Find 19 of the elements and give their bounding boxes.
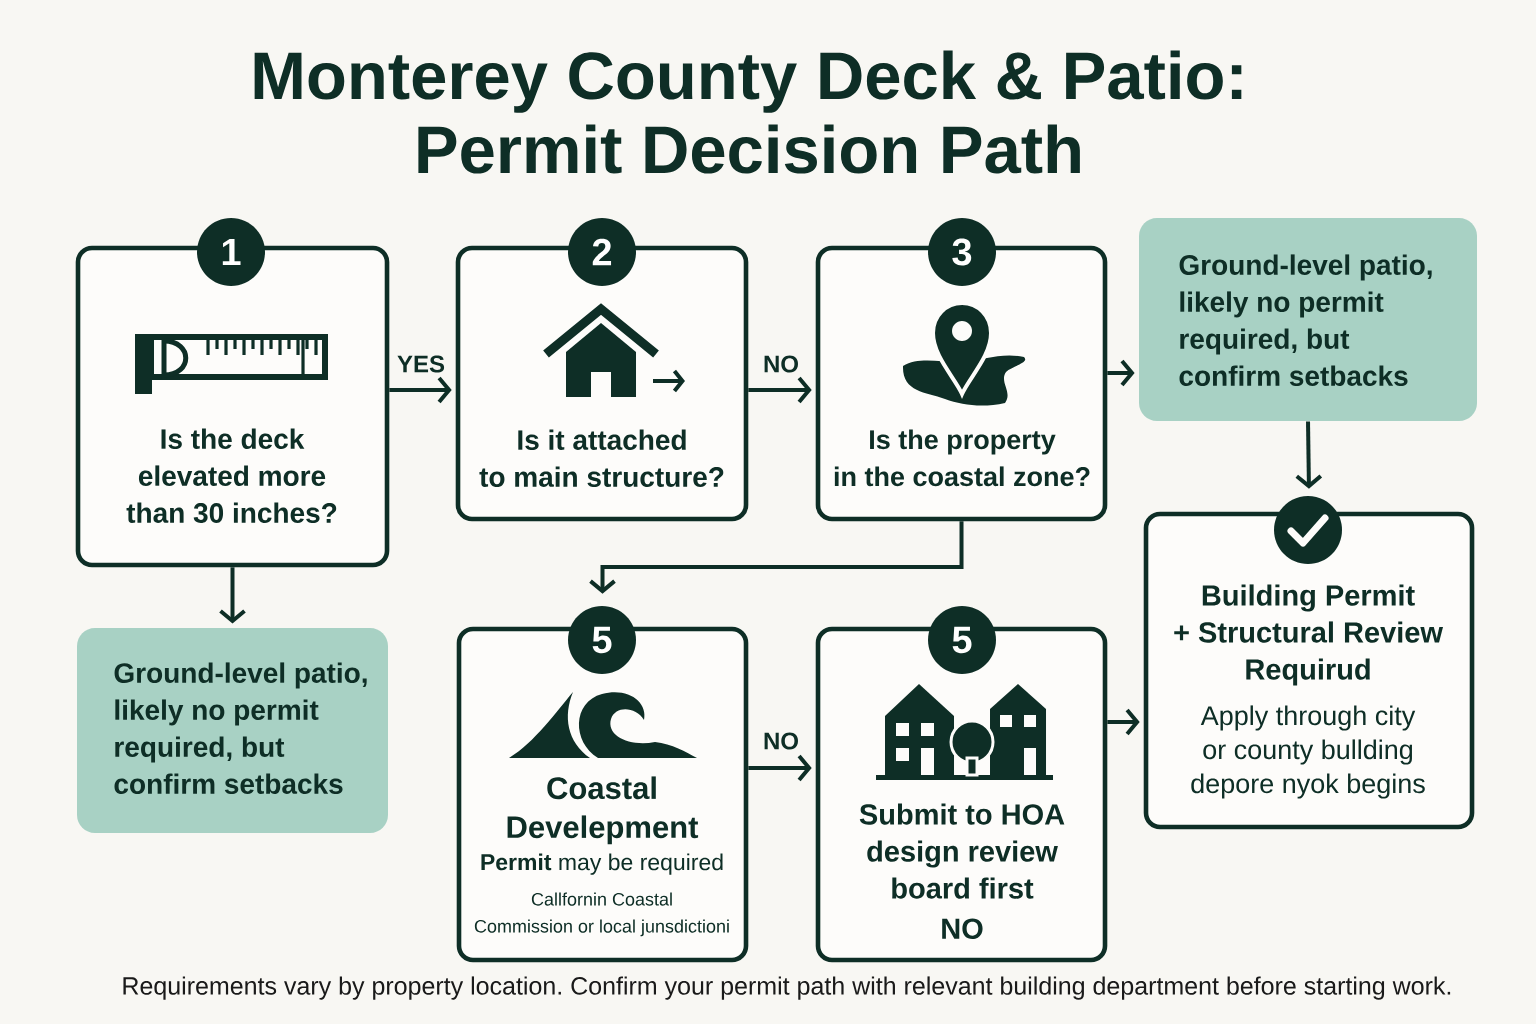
arrow bbox=[1295, 421, 1323, 489]
arrow bbox=[748, 754, 812, 782]
result-box: Ground-level patio, likely no permit required, but confirm setbacks bbox=[1139, 218, 1477, 421]
arrow bbox=[589, 521, 964, 594]
footnote: Requirements vary by property location. Confirm your permit path with relevant building department before starting work. bbox=[123, 976, 1451, 1000]
step-badge: 1 bbox=[197, 218, 265, 286]
step-badge: 2 bbox=[568, 218, 636, 286]
edge-label: NO bbox=[761, 353, 801, 375]
result-box: Ground-level patio, likely no permit required, but confirm setbacks bbox=[77, 628, 388, 833]
step-badge: 5 bbox=[568, 606, 636, 674]
step-badge: 5 bbox=[928, 606, 996, 674]
arrow bbox=[389, 376, 452, 404]
outcome-box: Building Permit + Structural Review Requirud Apply through city or county bullding depore nyok begins bbox=[1143, 511, 1475, 830]
arrow bbox=[748, 376, 812, 404]
step-badge: 3 bbox=[928, 218, 996, 286]
arrow bbox=[219, 567, 246, 624]
edge-label: NO bbox=[761, 730, 801, 752]
title: Monterey County Deck & Patio: Permit Decision Path bbox=[254, 50, 1242, 174]
arrow bbox=[1107, 708, 1140, 736]
